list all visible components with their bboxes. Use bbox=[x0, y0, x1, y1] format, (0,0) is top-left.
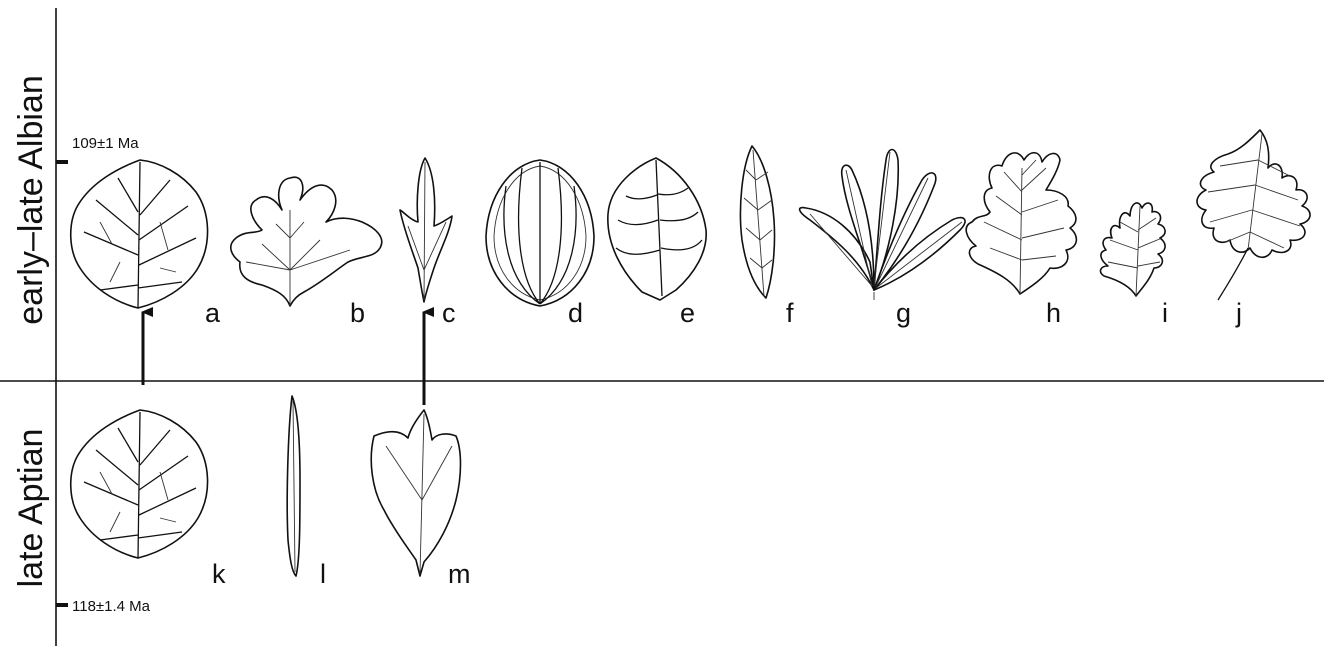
leaf-b-illustration bbox=[231, 177, 382, 306]
leaf-d-label: d bbox=[568, 298, 583, 328]
leaf-i-illustration bbox=[1101, 203, 1166, 296]
leaf-f-label: f bbox=[786, 298, 794, 328]
leaf-a-label: a bbox=[205, 298, 221, 328]
leaf-l-illustration bbox=[287, 396, 300, 576]
age-tick-upper bbox=[56, 160, 68, 164]
leaf-e-illustration bbox=[608, 158, 706, 300]
leaf-m-illustration bbox=[371, 410, 460, 576]
leaf-g-illustration bbox=[800, 150, 965, 301]
leaf-k-illustration bbox=[71, 410, 208, 558]
period-label-aptian: late Aptian bbox=[12, 429, 50, 588]
leaf-h-illustration bbox=[966, 153, 1076, 294]
leaf-g-label: g bbox=[896, 298, 911, 328]
leaf-h-label: h bbox=[1046, 298, 1061, 328]
leaf-l-label: l bbox=[320, 559, 326, 589]
leaf-j-illustration bbox=[1197, 130, 1310, 300]
leaf-f-illustration bbox=[740, 146, 774, 298]
period-label-albian: early–late Albian bbox=[12, 75, 50, 325]
age-label-upper: 109±1 Ma bbox=[72, 135, 139, 152]
leaf-m-label: m bbox=[448, 559, 471, 589]
age-label-lower: 118±1.4 Ma bbox=[72, 598, 151, 615]
leaf-b-label: b bbox=[350, 298, 365, 328]
leaf-k-label: k bbox=[212, 559, 226, 589]
leaf-a-illustration bbox=[71, 160, 208, 308]
leaf-c-label: c bbox=[442, 298, 456, 328]
leaf-i-label: i bbox=[1162, 298, 1168, 328]
leaf-c-illustration bbox=[400, 158, 452, 302]
leaf-j-label: j bbox=[1235, 298, 1242, 328]
leaf-d-illustration bbox=[486, 160, 594, 306]
age-tick-lower bbox=[56, 603, 68, 607]
leaf-e-label: e bbox=[680, 298, 695, 328]
